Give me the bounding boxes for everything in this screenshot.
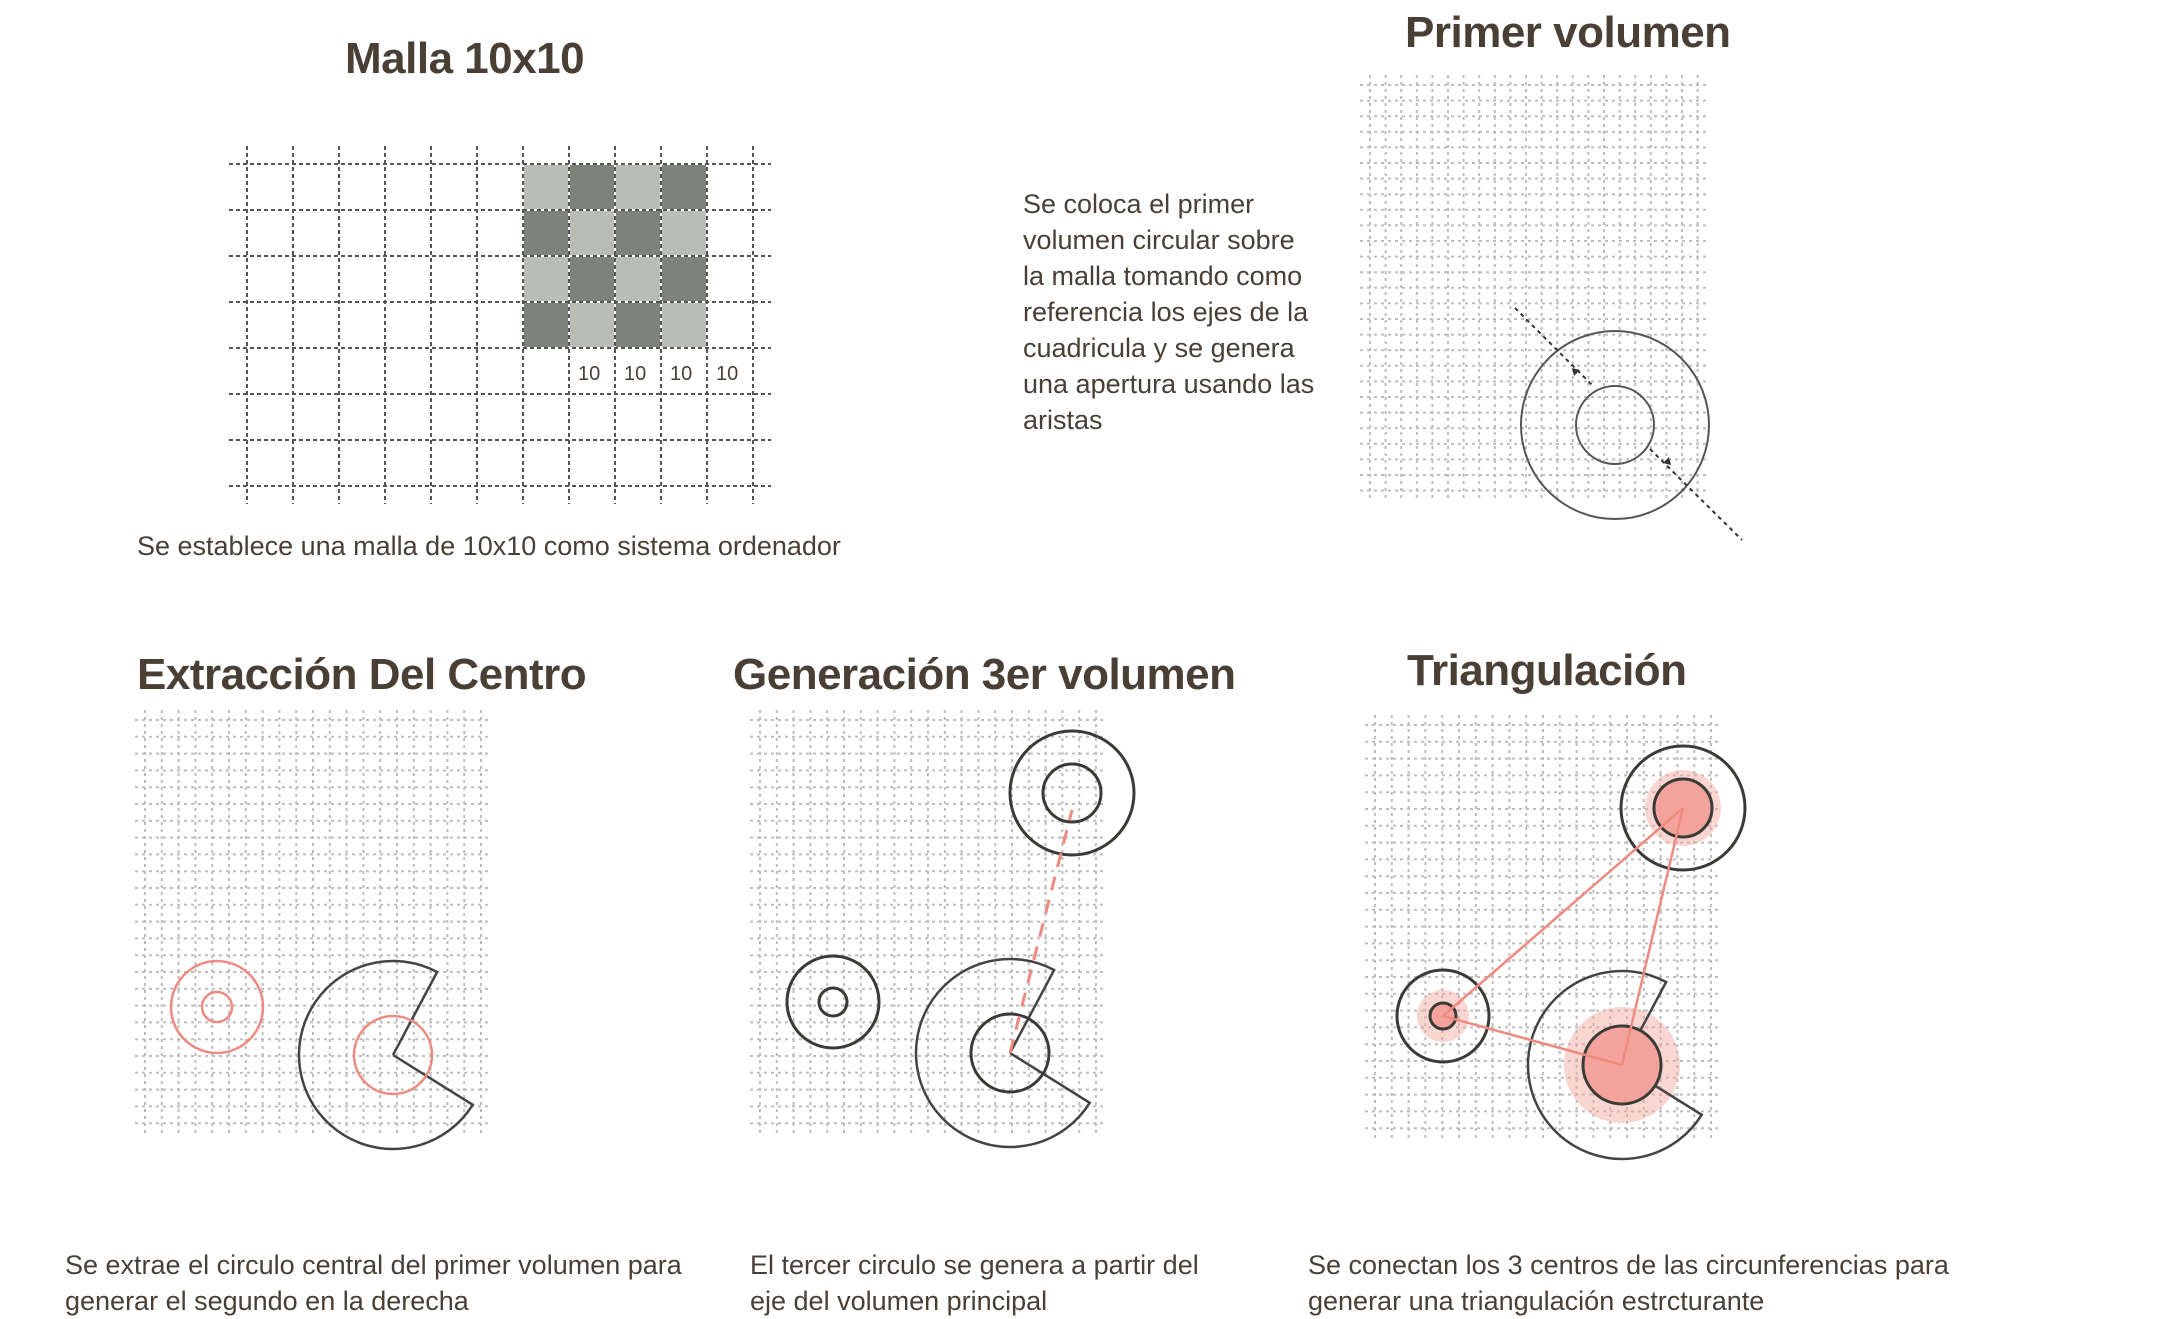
generacion-svg [750, 710, 1136, 1149]
extraccion-svg [135, 710, 491, 1151]
dotted-grid [750, 710, 1106, 1134]
checker-cell-dark [662, 165, 706, 209]
triangulacion-title: Triangulación [1407, 646, 1687, 695]
checker-cell-dark [524, 211, 568, 255]
primer-title: Primer volumen [1405, 8, 1731, 57]
extracted-inner-circle [200, 990, 234, 1024]
triangle-edge-left-main [1442, 1014, 1623, 1067]
center-circle [352, 1014, 434, 1096]
arrow-head-lower [1663, 457, 1671, 465]
generation-axis [1008, 809, 1074, 1054]
checker-cell-light [524, 257, 568, 301]
second-volume-outer [785, 954, 881, 1050]
axis-line-upper [1514, 307, 1593, 386]
checker-cell-dark [616, 211, 660, 255]
dotted-grid [1360, 75, 1708, 501]
malla-grid-diagram: 10 10 10 10 [205, 120, 805, 520]
checker-cell-light [662, 211, 706, 255]
triangle-edge-left-top [1442, 807, 1684, 1017]
triangulacion-caption: Se conectan los 3 centros de las circunf… [1308, 1250, 1949, 1316]
dotted-grid [135, 710, 491, 1134]
checker-cell-dark [570, 165, 614, 209]
checker-cell-dark [524, 303, 568, 347]
third-volume-outer [1008, 729, 1136, 857]
malla-caption: Se establece una malla de 10x10 como sis… [137, 531, 841, 561]
generacion-title: Generación 3er volumen [733, 650, 1236, 699]
second-volume-inner [817, 986, 849, 1018]
malla-grid-svg: 10 10 10 10 [229, 146, 771, 504]
left-outer-circle [1395, 968, 1491, 1064]
triangle-edge-main-top [1620, 807, 1685, 1066]
third-volume-inner [1041, 762, 1103, 824]
primer-svg [1360, 75, 1743, 541]
checker-cell-light [616, 165, 660, 209]
primer-diagram [1360, 75, 1780, 585]
malla-grid [229, 146, 771, 504]
outer-circle [1520, 330, 1710, 520]
dimension-label: 10 [716, 363, 738, 385]
extraccion-diagram [135, 710, 560, 1205]
checker-cell-light [524, 165, 568, 209]
extraccion-title: Extracción Del Centro [137, 650, 587, 699]
checker-cell-dark [570, 257, 614, 301]
main-volume [914, 957, 1092, 1149]
dimension-label: 10 [670, 363, 692, 385]
checker-cell-dark [662, 257, 706, 301]
inner-circle [1575, 385, 1655, 465]
primer-caption: Se coloca el primer volumen circular sob… [1023, 189, 1315, 435]
checker-cell-light [570, 211, 614, 255]
triangulacion-svg [1365, 715, 1747, 1161]
dimension-label: 10 [624, 363, 646, 385]
main-volume-center [969, 1012, 1051, 1094]
extracted-outer-circle [169, 959, 265, 1055]
extraccion-caption: Se extrae el circulo central del primer … [65, 1250, 682, 1316]
arrow-head-upper [1572, 368, 1580, 376]
checker-cell-dark [616, 303, 660, 347]
checker-cell-light [662, 303, 706, 347]
checker-cell-light [616, 257, 660, 301]
checker-block [524, 165, 706, 347]
axis-line-lower [1649, 448, 1743, 541]
triangulacion-diagram [1365, 715, 1790, 1210]
notched-volume [297, 959, 475, 1151]
generacion-diagram [750, 710, 1180, 1200]
malla-title: Malla 10x10 [345, 34, 585, 83]
dimension-label: 10 [578, 363, 600, 385]
generacion-caption: El tercer circulo se genera a partir del… [750, 1250, 1199, 1316]
checker-cell-light [570, 303, 614, 347]
main-notched-volume [1526, 969, 1704, 1161]
top-outer-circle [1619, 744, 1747, 872]
